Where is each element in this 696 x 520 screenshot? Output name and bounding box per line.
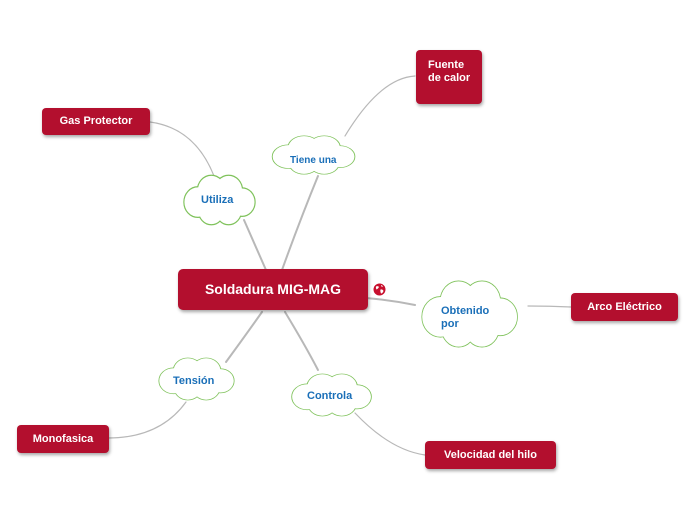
topic-monofasica[interactable]: Monofasica <box>17 425 109 453</box>
relation-tiene: Tiene una <box>290 155 337 166</box>
connector-central-tiene <box>281 175 319 271</box>
connector-central-controla <box>284 311 319 371</box>
relation-utiliza: Utiliza <box>201 194 234 206</box>
topic-gas-protector-label: Gas Protector <box>59 115 133 127</box>
globe-icon[interactable] <box>373 283 386 296</box>
topic-gas-protector[interactable]: Gas Protector <box>42 108 150 135</box>
topic-arco-electrico[interactable]: Arco Eléctrico <box>571 293 678 321</box>
topic-velocidad-del-hilo-label: Velocidad del hilo <box>444 449 537 461</box>
connector-central-tension <box>225 311 263 363</box>
relation-controla: Controla <box>307 390 353 402</box>
connector-central-utiliza <box>243 219 267 271</box>
central-topic[interactable]: Soldadura MIG-MAG <box>178 269 368 310</box>
connector-controla-velocidad <box>354 412 426 456</box>
connector-central-obtenido <box>365 297 416 306</box>
relation-tension: Tensión <box>173 375 215 387</box>
central-topic-label: Soldadura MIG-MAG <box>204 281 342 297</box>
topic-velocidad-del-hilo[interactable]: Velocidad del hilo <box>425 441 556 469</box>
connector-obtenido-arco <box>527 305 572 308</box>
topic-fuente-de-calor-label: Fuente de calor <box>428 59 471 84</box>
topic-fuente-de-calor[interactable]: Fuente de calor <box>416 50 482 104</box>
topic-monofasica-label: Monofasica <box>32 433 94 445</box>
relation-obtenido: Obtenido por <box>441 305 490 330</box>
connector-tiene-fuente <box>344 75 416 137</box>
topic-arco-electrico-label: Arco Eléctrico <box>587 301 662 313</box>
connector-utiliza-gas <box>149 121 215 177</box>
connector-tension-monofasica <box>107 401 187 439</box>
